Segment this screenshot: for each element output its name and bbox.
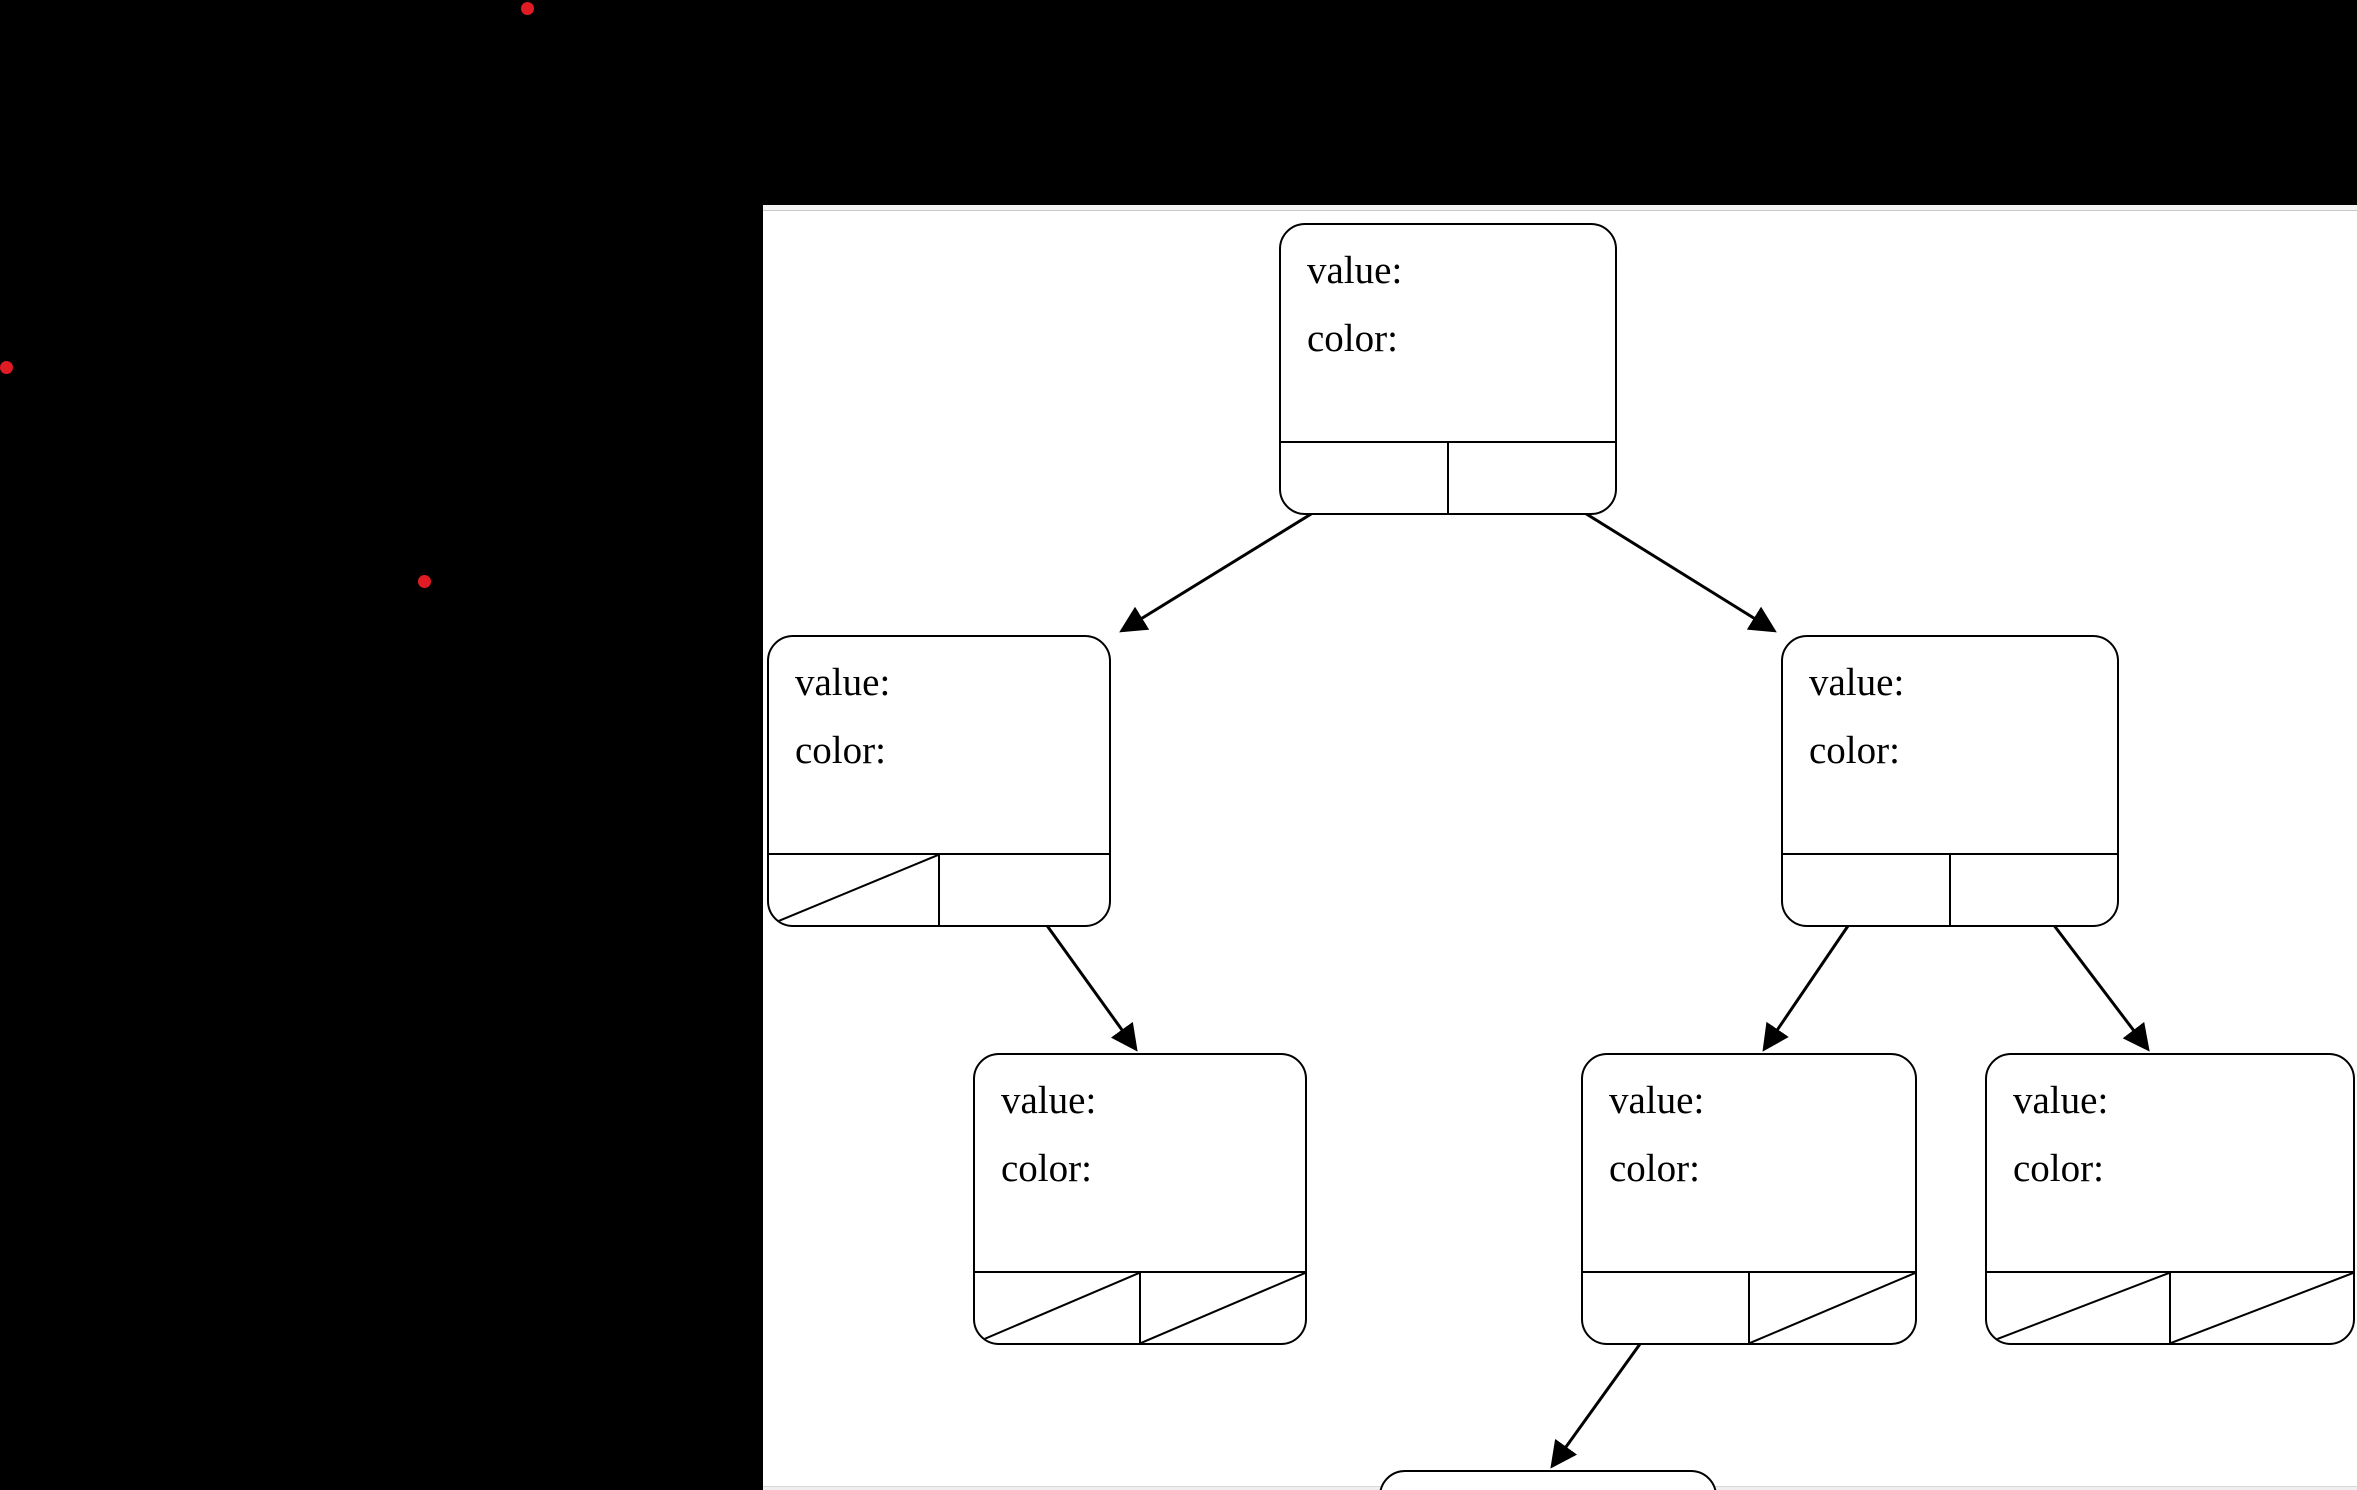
node-color-label: color: [1001, 1147, 1092, 1190]
node-value-label: value: [1809, 661, 1905, 704]
null-slash-icon [1987, 1273, 2169, 1343]
node-pointer-row [1783, 853, 2117, 925]
panel-top-edge [763, 205, 2357, 211]
node-body: value: color: [975, 1055, 1305, 1343]
node-pointer-row [769, 853, 1109, 925]
node-value-label: value: [795, 661, 891, 704]
node-body: value: color: [769, 637, 1109, 925]
tree-node-deepest[interactable]: value: color: [1379, 1470, 1717, 1490]
node-color-label: color: [1609, 1147, 1700, 1190]
node-pointer-row [1281, 441, 1615, 513]
right-pointer-cell[interactable] [1951, 855, 2117, 925]
diagram-canvas-panel: value: color: value: color: [763, 205, 2357, 1490]
right-pointer-cell-null[interactable] [1141, 1273, 1305, 1343]
node-pointer-row [975, 1271, 1305, 1343]
node-body: value: color: [1583, 1055, 1915, 1343]
tree-node-right-left-grandchild[interactable]: value: color: [1581, 1053, 1917, 1345]
node-color-label: color: [1809, 729, 1900, 772]
left-pointer-cell[interactable] [1783, 855, 1951, 925]
null-slash-icon [2171, 1273, 2353, 1343]
right-pointer-cell-null[interactable] [1750, 1273, 1915, 1343]
null-slash-icon [1750, 1273, 1915, 1343]
node-color-label: color: [1307, 317, 1398, 360]
node-body: value: color: [1783, 637, 2117, 925]
node-color-label: color: [795, 729, 886, 772]
null-slash-icon [769, 855, 938, 925]
left-pointer-cell-null[interactable] [769, 855, 940, 925]
left-pointer-cell-null[interactable] [1987, 1273, 2171, 1343]
node-value-label: value: [1609, 1079, 1705, 1122]
right-pointer-cell[interactable] [940, 855, 1109, 925]
right-pointer-cell-null[interactable] [2171, 1273, 2353, 1343]
node-color-label: color: [2013, 1147, 2104, 1190]
cursor-dot-left [0, 361, 13, 374]
tree-node-left-child[interactable]: value: color: [767, 635, 1111, 927]
null-slash-icon [1141, 1273, 1305, 1343]
node-value-label: value: [2013, 1079, 2109, 1122]
tree-node-left-right-grandchild[interactable]: value: color: [973, 1053, 1307, 1345]
node-body: value: color: [1987, 1055, 2353, 1343]
left-pointer-cell[interactable] [1583, 1273, 1750, 1343]
right-pointer-cell[interactable] [1449, 443, 1615, 513]
left-pointer-cell[interactable] [1281, 443, 1449, 513]
node-value-label: value: [1307, 249, 1403, 292]
null-slash-icon [975, 1273, 1139, 1343]
node-value-label: value: [1001, 1079, 1097, 1122]
left-pointer-cell-null[interactable] [975, 1273, 1141, 1343]
tree-node-right-right-grandchild[interactable]: value: color: [1985, 1053, 2355, 1345]
tree-node-right-child[interactable]: value: color: [1781, 635, 2119, 927]
tree-node-root[interactable]: value: color: [1279, 223, 1617, 515]
node-body: value: color: [1381, 1472, 1715, 1490]
node-pointer-row [1987, 1271, 2353, 1343]
cursor-dot-top [521, 2, 534, 15]
cursor-dot-middle [418, 575, 431, 588]
node-pointer-row [1583, 1271, 1915, 1343]
node-body: value: color: [1281, 225, 1615, 513]
